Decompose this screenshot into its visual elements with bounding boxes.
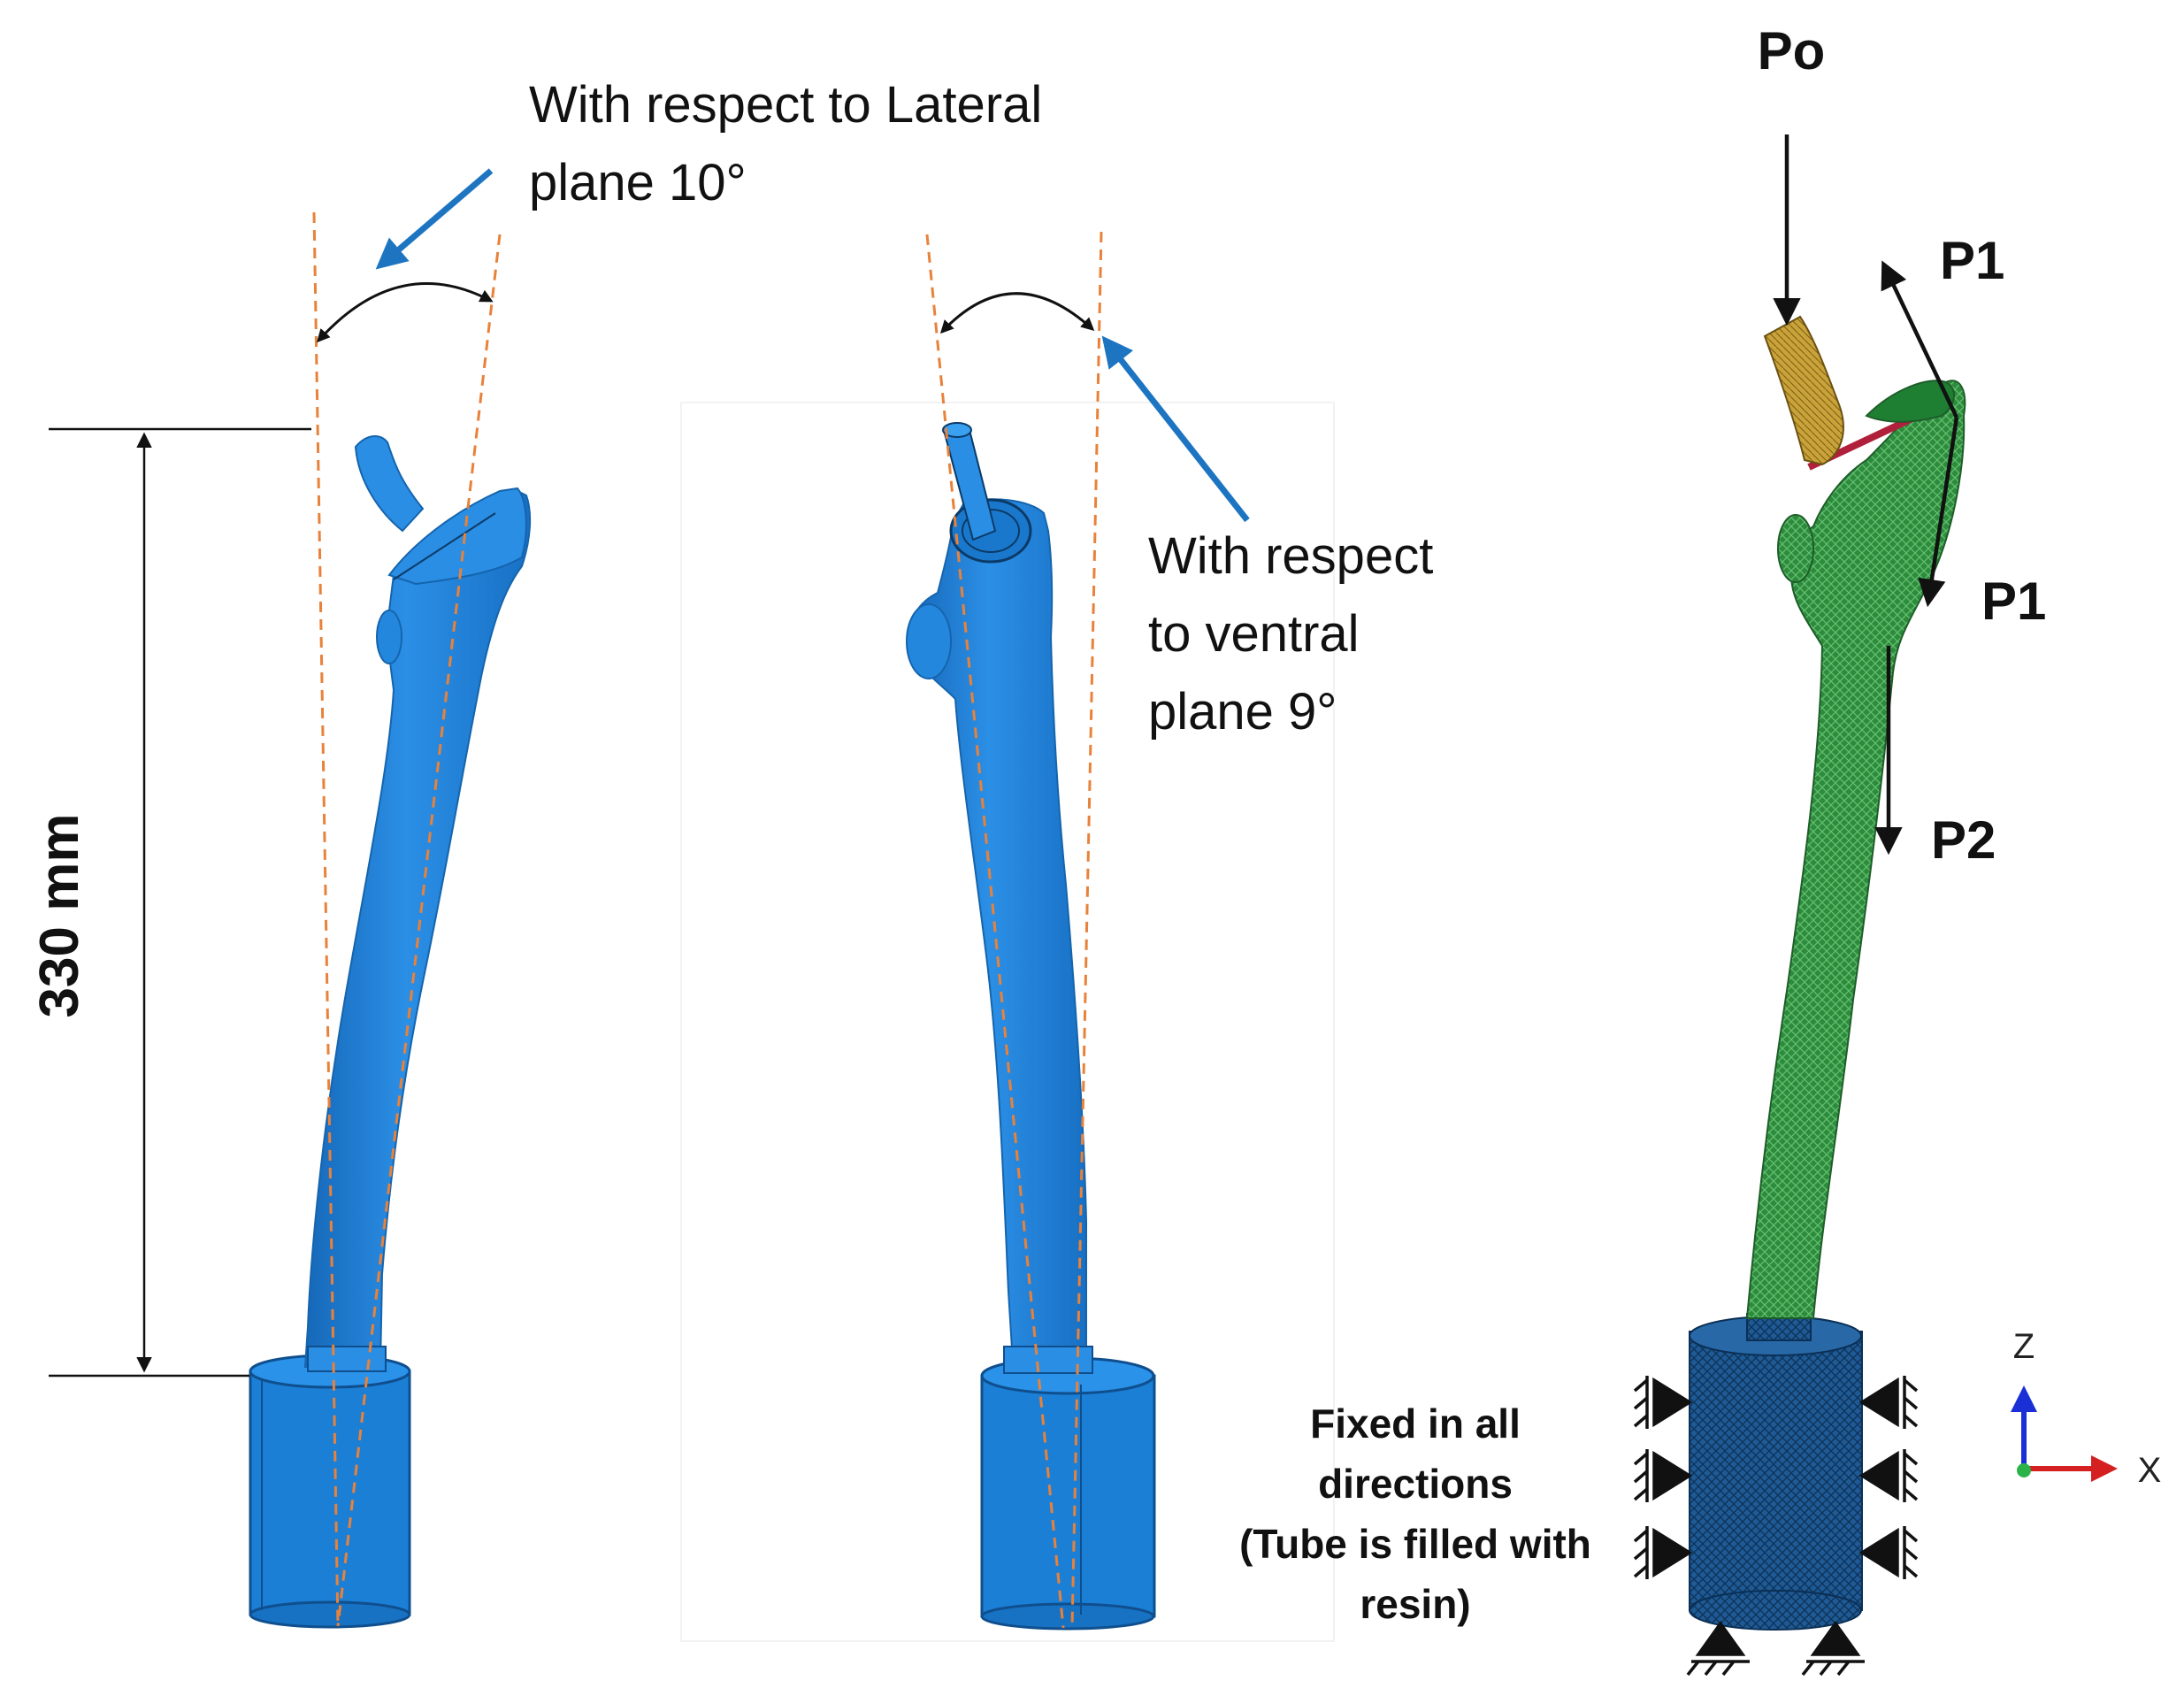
support-right-1 (1858, 1376, 1919, 1429)
ventral-resin-tube (980, 1356, 1156, 1631)
load-p1-upper-label: P1 (1940, 231, 2004, 290)
ventral-view-panel: With respect to ventral plane 9° (680, 231, 1546, 1642)
lateral-lesser-trochanter (376, 610, 402, 664)
support-right-3 (1858, 1526, 1919, 1579)
boundary-line2: directions (1318, 1461, 1513, 1507)
fe-lesser-trochanter (1777, 514, 1814, 583)
load-p1-lower-label: P1 (1981, 572, 2046, 631)
ventral-annotation-line3: plane 9° (1148, 683, 1337, 741)
lateral-view-panel: With respect to Lateral plane 10° 330 mm (29, 76, 1042, 1629)
boundary-line4: resin) (1360, 1581, 1470, 1627)
lateral-guide-line-left (312, 211, 340, 1627)
fe-resin-block (1689, 1313, 1863, 1631)
boundary-line1: Fixed in all (1310, 1401, 1521, 1447)
ventral-annotation-line2: to ventral (1148, 605, 1360, 663)
axis-triad: Z X (2011, 1327, 2162, 1490)
lateral-tube-collar (307, 1346, 387, 1372)
ventral-femur (908, 498, 1087, 1363)
ventral-angle-arc (939, 292, 1095, 334)
fe-head-cap (1865, 380, 1955, 423)
ventral-annotation-line1: With respect (1148, 527, 1433, 585)
support-left-3 (1633, 1526, 1693, 1579)
lateral-femur (303, 489, 532, 1368)
ventral-blue-pointer (1101, 335, 1250, 523)
support-right-2 (1858, 1449, 1919, 1502)
lateral-annotation-line1: With respect to Lateral (529, 76, 1042, 134)
lateral-implant-neck (354, 435, 425, 533)
axis-x-label: X (2138, 1451, 2162, 1490)
support-bottom-1 (1686, 1620, 1750, 1677)
boundary-line3: (Tube is filled with (1239, 1521, 1591, 1567)
ventral-guide-line-left (925, 234, 1065, 1629)
lateral-annotation-line2: plane 10° (529, 154, 747, 211)
fixed-supports (1633, 1376, 1919, 1677)
fe-model-panel: Po P1 P1 P2 Fixed in all directions (Tub… (1239, 21, 2162, 1677)
load-po-label: Po (1758, 21, 1826, 81)
lateral-guide-line-right (336, 234, 502, 1627)
fe-implant-neck (1763, 315, 1844, 466)
lateral-angle-arc (316, 282, 494, 343)
lateral-blue-pointer (375, 168, 494, 270)
support-bottom-2 (1801, 1620, 1865, 1677)
support-left-2 (1633, 1449, 1693, 1502)
load-p2-label: P2 (1931, 810, 1996, 870)
load-p1-lower-arrow (1918, 417, 1959, 608)
load-p1-upper-arrow (1881, 260, 1959, 418)
ventral-greater-trochanter (906, 603, 952, 679)
axis-z-label: Z (2013, 1327, 2035, 1366)
ventral-guide-line-right (1070, 231, 1103, 1629)
support-left-1 (1633, 1376, 1693, 1429)
dimension-label: 330 mm (29, 814, 90, 1018)
dimension-330mm: 330 mm (29, 427, 311, 1378)
lateral-resin-tube (249, 1354, 411, 1629)
